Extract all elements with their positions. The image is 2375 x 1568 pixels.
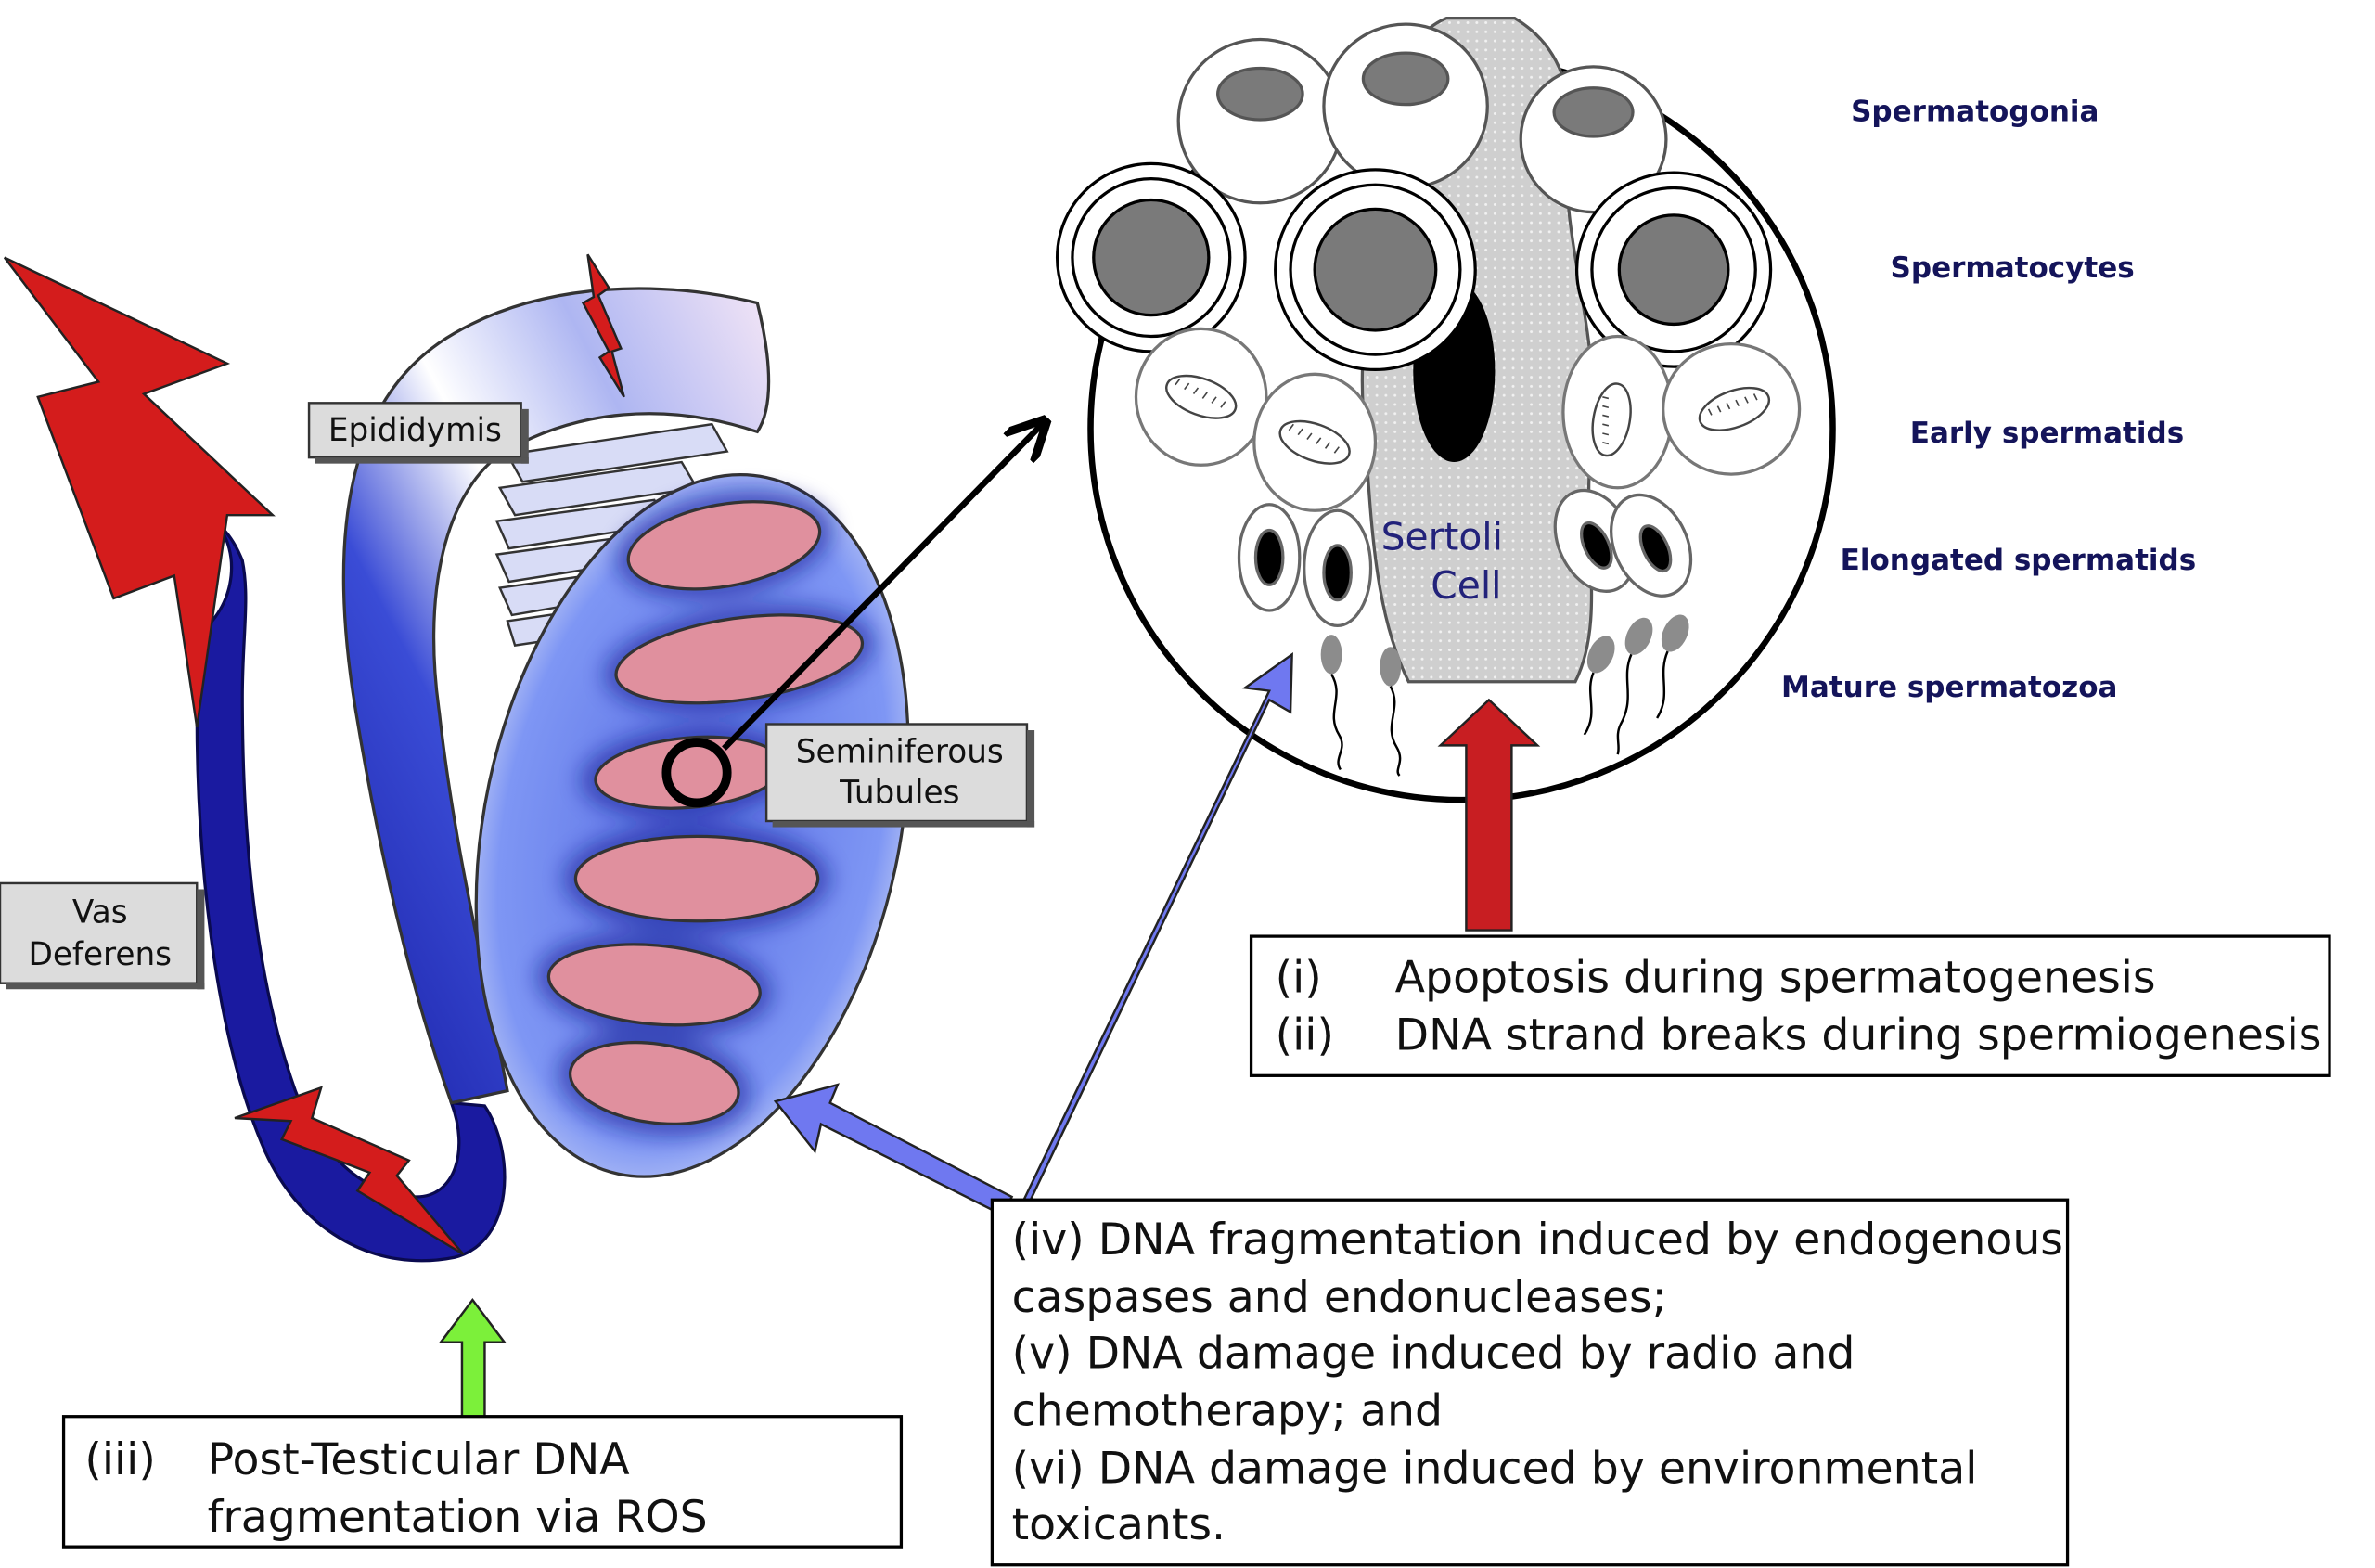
item-iv-line1: (iv) DNA fragmentation induced by endoge…: [1012, 1215, 2063, 1266]
green-arrow: [438, 1297, 507, 1432]
spermatocyte-cells: [1055, 161, 1773, 372]
tubules-text-line2: Tubules: [839, 774, 959, 811]
early-spermatid-cells: [1134, 327, 1802, 512]
sertoli-text-line1: Sertoli: [1381, 515, 1503, 559]
testicular-causes-box: (i) Apoptosis during spermatogenesis (ii…: [1249, 934, 2331, 1077]
testis: [474, 473, 910, 1178]
vas-text-line2: Deferens: [28, 936, 172, 973]
blue-arrow-to-testis: [773, 1083, 1014, 1217]
item-ii-number: (ii): [1276, 1010, 1334, 1061]
item-vi-line2: toxicants.: [1012, 1499, 1226, 1550]
item-i-number: (i): [1276, 953, 1322, 1004]
external-causes-box: (iv) DNA fragmentation induced by endoge…: [990, 1198, 2070, 1567]
red-arrow: [1437, 698, 1541, 932]
epididymis-label: Epididymis: [307, 402, 529, 464]
elongated-spermatid-cells: [1237, 488, 1693, 627]
stage-mature-spermatozoa: Mature spermatozoa: [1781, 671, 2117, 704]
zoom-arrow: [722, 424, 1042, 751]
lightning-icon-vas: [234, 1086, 465, 1256]
vas-deferens-label: Vas Deferens: [0, 881, 205, 990]
stage-early-spermatids: Early spermatids: [1910, 417, 2184, 450]
epididymis-text: Epididymis: [328, 412, 502, 449]
stage-elongated-spermatids: Elongated spermatids: [1841, 544, 2197, 577]
zoom-circle: [661, 738, 732, 808]
lightning-icon-large: [3, 256, 276, 727]
blue-arrow-to-section: [992, 651, 1293, 1209]
stage-spermatocytes: Spermatocytes: [1891, 251, 2135, 285]
tubule-cross-section: Sertoli Cell: [1055, 16, 1836, 803]
seminiferous-tubules-shapes: [546, 500, 865, 1126]
item-ii-text: DNA strand breaks during spermiogenesis: [1395, 1010, 2322, 1061]
item-v-line2: chemotherapy; and: [1012, 1386, 1443, 1437]
vas-text-line1: Vas: [72, 893, 128, 931]
item-iii-number: (iii): [84, 1434, 155, 1485]
stage-spermatogonia: Spermatogonia: [1851, 96, 2099, 129]
seminiferous-tubules-label: Seminiferous Tubules: [764, 723, 1035, 828]
post-testicular-box: (iii) Post-Testicular DNA fragmentation …: [61, 1415, 904, 1549]
item-iii-line2: fragmentation via ROS: [208, 1492, 708, 1543]
item-i-text: Apoptosis during spermatogenesis: [1395, 953, 2156, 1004]
item-vi-line1: (vi) DNA damage induced by environmental: [1012, 1444, 1978, 1495]
item-iv-line2: caspases and endonucleases;: [1012, 1272, 1667, 1323]
tubules-text-line1: Seminiferous: [796, 733, 1004, 770]
sertoli-text-line2: Cell: [1431, 563, 1501, 608]
item-v-line1: (v) DNA damage induced by radio and: [1012, 1328, 1855, 1379]
item-iii-line1: Post-Testicular DNA: [208, 1434, 630, 1485]
spermatogonia-cells: [1176, 22, 1668, 214]
lightning-icon-epididymis: [581, 253, 625, 398]
mature-spermatozoa: [1320, 614, 1689, 777]
